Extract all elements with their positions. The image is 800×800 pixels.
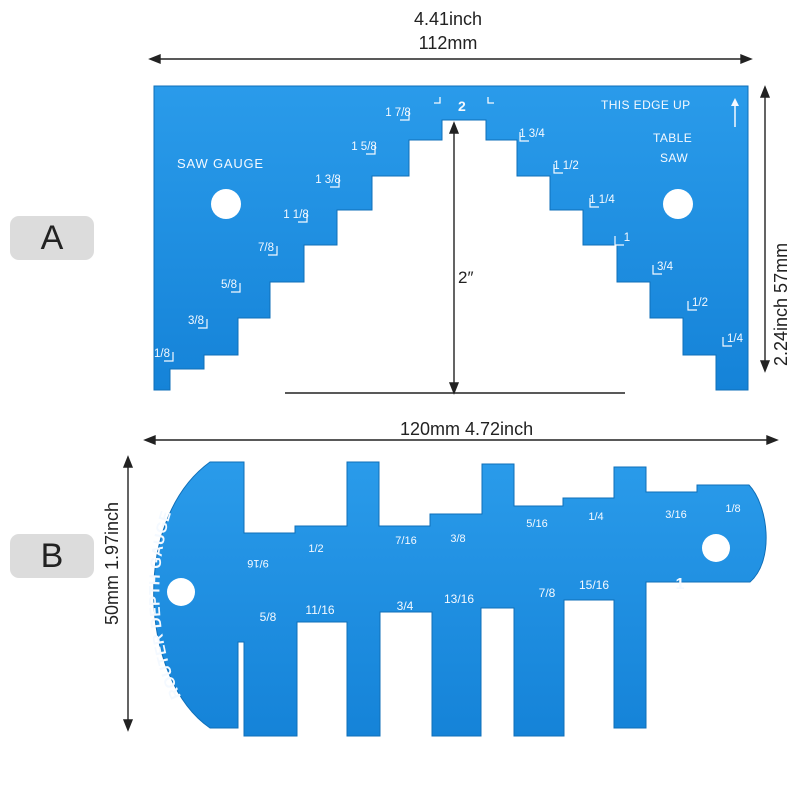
fraction-label: 1 3/8 bbox=[315, 174, 341, 186]
fraction-label: 1 5/8 bbox=[351, 141, 377, 153]
fraction-label: 5/8 bbox=[260, 610, 277, 624]
top-corner-marks bbox=[434, 97, 494, 104]
saw-hole-right bbox=[663, 189, 693, 219]
saw-hole-left bbox=[211, 189, 241, 219]
fraction-label: 1 7/8 bbox=[385, 107, 411, 119]
fraction-label: 1/4 bbox=[588, 511, 603, 523]
router-hole-left bbox=[167, 578, 195, 606]
router-top-mark-labels: 9/16 1/2 7/16 3/8 5/16 1/4 3/16 1/8 bbox=[247, 503, 740, 569]
arrow-head bbox=[143, 434, 156, 446]
fraction-label: 11/16 bbox=[305, 603, 334, 617]
arrow-head bbox=[122, 719, 134, 732]
arrow-head bbox=[766, 434, 779, 446]
saw-right-step-labels: 1/4 1/2 3/4 1 1 1/4 1 1/2 1 3/4 bbox=[519, 128, 744, 347]
step-corner-mark bbox=[198, 319, 208, 329]
edge-up-label: THIS EDGE UP bbox=[601, 98, 690, 112]
router-gauge-plate bbox=[153, 461, 767, 737]
step-corner-mark bbox=[330, 178, 340, 188]
step-corner-mark bbox=[614, 236, 624, 246]
saw-gauge-plate bbox=[153, 85, 749, 391]
saw-depth-label: 2″ bbox=[458, 268, 473, 287]
step-corner-mark bbox=[553, 164, 563, 174]
fraction-label: 1 1/4 bbox=[589, 194, 615, 206]
step-corner-mark bbox=[687, 301, 697, 311]
arrow-head bbox=[740, 53, 753, 65]
step-corner-mark bbox=[164, 352, 174, 362]
step-corner-mark bbox=[268, 246, 278, 256]
fraction-label: 1/2 bbox=[308, 543, 323, 555]
fraction-label: 5/16 bbox=[526, 518, 547, 530]
fraction-label: 1 1/2 bbox=[553, 160, 579, 172]
step-corner-mark bbox=[400, 111, 410, 121]
saw-gauge-title: SAW GAUGE bbox=[177, 156, 264, 171]
fraction-label: 1 1/8 bbox=[283, 209, 309, 221]
fraction-label: 1/8 bbox=[154, 348, 170, 360]
step-corner-mark bbox=[652, 265, 662, 275]
fraction-label: 7/8 bbox=[258, 242, 274, 254]
fraction-label: 3/8 bbox=[188, 315, 204, 327]
fraction-label: 7/8 bbox=[539, 586, 556, 600]
saw-width-mm-label: 112mm bbox=[418, 33, 478, 53]
up-arrow-icon bbox=[731, 98, 739, 127]
fraction-label: 3/16 bbox=[665, 509, 686, 521]
table-saw-label-line1: TABLE bbox=[653, 131, 692, 145]
arrow-head bbox=[448, 382, 460, 395]
fraction-label: 1 bbox=[676, 576, 685, 593]
step-corner-mark bbox=[519, 132, 529, 142]
saw-width-inch-label: 4.41inch bbox=[413, 9, 483, 29]
saw-gauge-engravings: SAW GAUGE THIS EDGE UP TABLE SAW 2 bbox=[177, 98, 692, 171]
badge-a: A bbox=[10, 216, 94, 260]
arrow-head bbox=[759, 85, 771, 98]
step-corner-mark bbox=[231, 283, 241, 293]
saw-height-label: 2.24inch 57mm bbox=[771, 242, 791, 366]
fraction-label: 9/16 bbox=[247, 557, 268, 569]
router-bottom-mark-labels: 5/8 11/16 3/4 13/16 7/8 15/16 1 bbox=[260, 576, 685, 624]
saw-left-step-labels: 1/8 3/8 5/8 7/8 1 1/8 1 3/8 1 5/8 1 7/8 bbox=[154, 107, 411, 362]
fraction-label: 3/8 bbox=[450, 533, 465, 545]
fraction-label: 7/16 bbox=[395, 535, 416, 547]
router-hole-right bbox=[702, 534, 730, 562]
table-saw-label-line2: SAW bbox=[660, 151, 688, 165]
dimension-lines bbox=[122, 53, 779, 732]
fraction-label: 1/4 bbox=[727, 333, 744, 345]
fraction-label: 13/16 bbox=[444, 592, 474, 606]
top-mark-label: 2 bbox=[458, 98, 466, 114]
step-corner-mark bbox=[366, 145, 376, 155]
arrow-head bbox=[759, 360, 771, 373]
router-width-label: 120mm 4.72inch bbox=[400, 419, 534, 439]
fraction-label: 15/16 bbox=[579, 578, 609, 592]
fraction-label: 1/8 bbox=[725, 503, 740, 515]
fraction-label: 3/4 bbox=[397, 599, 414, 613]
fraction-label: 1/2 bbox=[692, 297, 708, 309]
fraction-label: 1 3/4 bbox=[519, 128, 545, 140]
fraction-label: 1 bbox=[624, 232, 630, 244]
step-corner-mark bbox=[589, 198, 599, 208]
badge-b: B bbox=[10, 534, 94, 578]
router-height-label: 50mm 1.97inch bbox=[102, 501, 122, 625]
step-corner-mark bbox=[722, 337, 732, 347]
fraction-label: 3/4 bbox=[657, 261, 674, 273]
step-corner-mark bbox=[298, 213, 308, 223]
fraction-label: 5/8 bbox=[221, 279, 237, 291]
arrow-head bbox=[448, 121, 460, 134]
arrow-head bbox=[122, 455, 134, 468]
arrow-head bbox=[148, 53, 161, 65]
